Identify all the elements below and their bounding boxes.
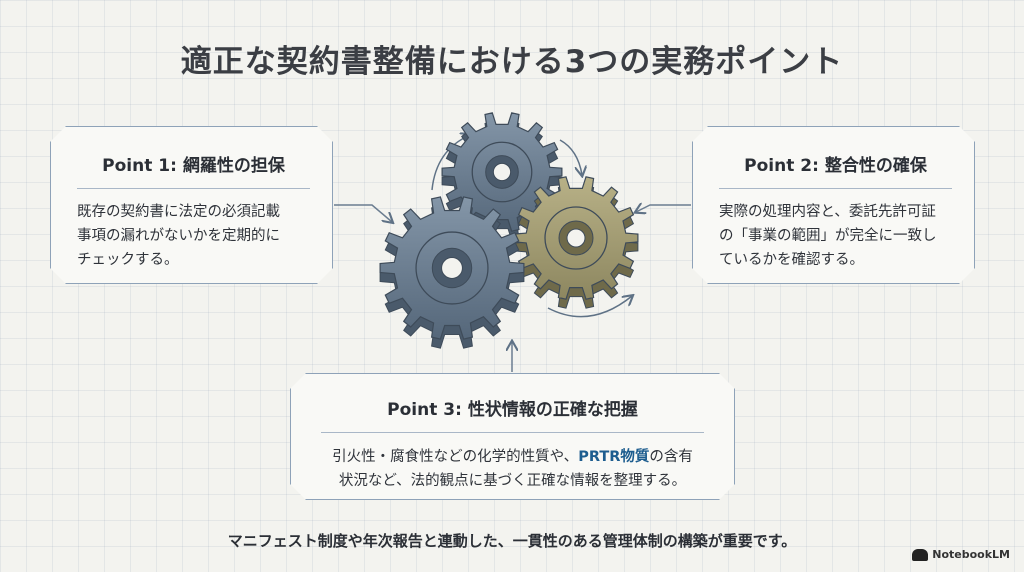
point-3-title: Point 3: 性状情報の正確な把握 [321,395,704,433]
point-1-card: Point 1: 網羅性の担保 既存の契約書に法定の必須記載 事項の漏れがないか… [50,126,333,284]
point-3-line-1-pre: 引火性・腐食性などの化学的性質や、 [332,449,579,465]
point-2-body: 実際の処理内容と、委託先許可証 の「事業の範囲」が完全に一致し ているかを確認す… [719,189,952,272]
point-2-title: Point 2: 整合性の確保 [719,151,952,189]
point-3-line-1-post: の含有 [649,449,693,465]
brand-label: NotebookLM [932,548,1010,561]
gear-left-icon [379,196,525,349]
point-3-line-1: 引火性・腐食性などの化学的性質や、PRTR物質の含有 [321,445,704,469]
rotation-arrow-bottom [547,296,632,318]
point-2-card: Point 2: 整合性の確保 実際の処理内容と、委託先許可証 の「事業の範囲」… [692,126,975,284]
notebooklm-logo-icon [912,548,929,561]
brand-badge: NotebookLM [912,548,1010,561]
rotation-arrow-top-right [559,139,582,175]
connector-point-2 [636,205,691,212]
footer-note: マニフェスト制度や年次報告と連動した、一貫性のある管理体制の構築が重要です。 [227,532,797,550]
point-1-line-2: 事項の漏れがないかを定期的に [77,228,280,244]
point-1-line-3: チェックする。 [77,252,179,268]
point-3-card: Point 3: 性状情報の正確な把握 引火性・腐食性などの化学的性質や、PRT… [290,373,735,500]
point-2-line-1: 実際の処理内容と、委託先許可証 [719,204,936,220]
point-2-line-3: ているかを確認する。 [719,252,864,268]
gear-right-icon [513,176,639,309]
point-3-body: 引火性・腐食性などの化学的性質や、PRTR物質の含有 状況など、法的観点に基づく… [321,433,704,493]
point-1-body: 既存の契約書に法定の必須記載 事項の漏れがないかを定期的に チェックする。 [77,189,310,272]
prtr-highlight: PRTR物質 [578,449,650,465]
point-3-line-2: 状況など、法的観点に基づく正確な情報を整理する。 [338,473,687,489]
point-1-title: Point 1: 網羅性の担保 [77,151,310,189]
connector-point-1 [334,204,392,222]
point-2-line-2: の「事業の範囲」が完全に一致し [719,228,937,244]
page-title: 適正な契約書整備における3つの実務ポイント [180,44,844,80]
point-1-line-1: 既存の契約書に法定の必須記載 [77,204,280,220]
